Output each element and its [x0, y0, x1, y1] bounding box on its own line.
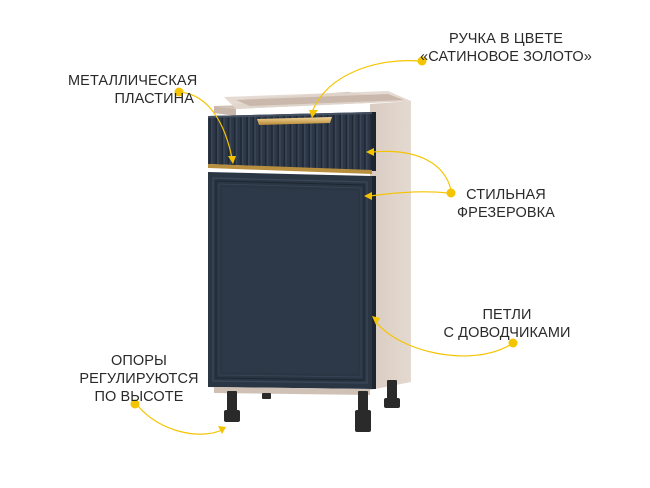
drawer-front	[208, 112, 372, 171]
callout-legs: ОПОРЫ РЕГУЛИРУЮТСЯ ПО ВЫСОТЕ	[76, 352, 202, 406]
marker-dot-handle	[417, 56, 427, 66]
callout-line-milling-top	[371, 150, 452, 191]
callout-handle-line1: РУЧКА В ЦВЕТЕ	[449, 31, 563, 47]
marker-dot-legs	[130, 399, 140, 409]
marker-dot-metal-plate	[174, 87, 184, 97]
callout-hinges-line1: ПЕТЛИ	[482, 307, 532, 323]
callout-milling-line2: ФРЕЗЕРОВКА	[457, 205, 555, 221]
callout-milling-line1: СТИЛЬНАЯ	[466, 187, 546, 203]
callout-legs-line3: ПО ВЫСОТЕ	[94, 389, 184, 405]
callout-line-hinges	[375, 321, 511, 357]
door-milling	[212, 177, 368, 384]
callout-metal-plate-line1: МЕТАЛЛИЧЕСКАЯ	[68, 73, 198, 89]
callout-legs-line2: РЕГУЛИРУЮТСЯ	[79, 371, 199, 387]
callout-metal-plate: МЕТАЛЛИЧЕСКАЯ ПЛАСТИНА	[68, 72, 198, 108]
marker-dot-hinges	[508, 338, 518, 348]
callout-metal-plate-line2: ПЛАСТИНА	[114, 91, 194, 107]
callout-hinges: ПЕТЛИ С ДОВОДЧИКАМИ	[434, 306, 580, 342]
marker-dot-milling	[446, 188, 456, 198]
gold-handle	[257, 117, 332, 125]
callout-milling: СТИЛЬНАЯ ФРЕЗЕРОВКА	[452, 186, 560, 222]
callout-line-handle	[311, 60, 420, 113]
callout-line-metal-plate	[175, 91, 233, 159]
callout-handle-line2: «САТИНОВОЕ ЗОЛОТО»	[420, 49, 592, 65]
callout-hinges-line2: С ДОВОДЧИКАМИ	[443, 325, 571, 341]
adjustable-legs	[224, 380, 400, 432]
callout-legs-line1: ОПОРЫ	[111, 353, 167, 369]
callout-handle: РУЧКА В ЦВЕТЕ «САТИНОВОЕ ЗОЛОТО»	[418, 30, 594, 66]
callout-line-milling-side	[369, 191, 448, 197]
cabinet-side-panel	[370, 101, 411, 390]
callout-line-legs	[137, 405, 223, 435]
metal-plate	[208, 164, 372, 174]
